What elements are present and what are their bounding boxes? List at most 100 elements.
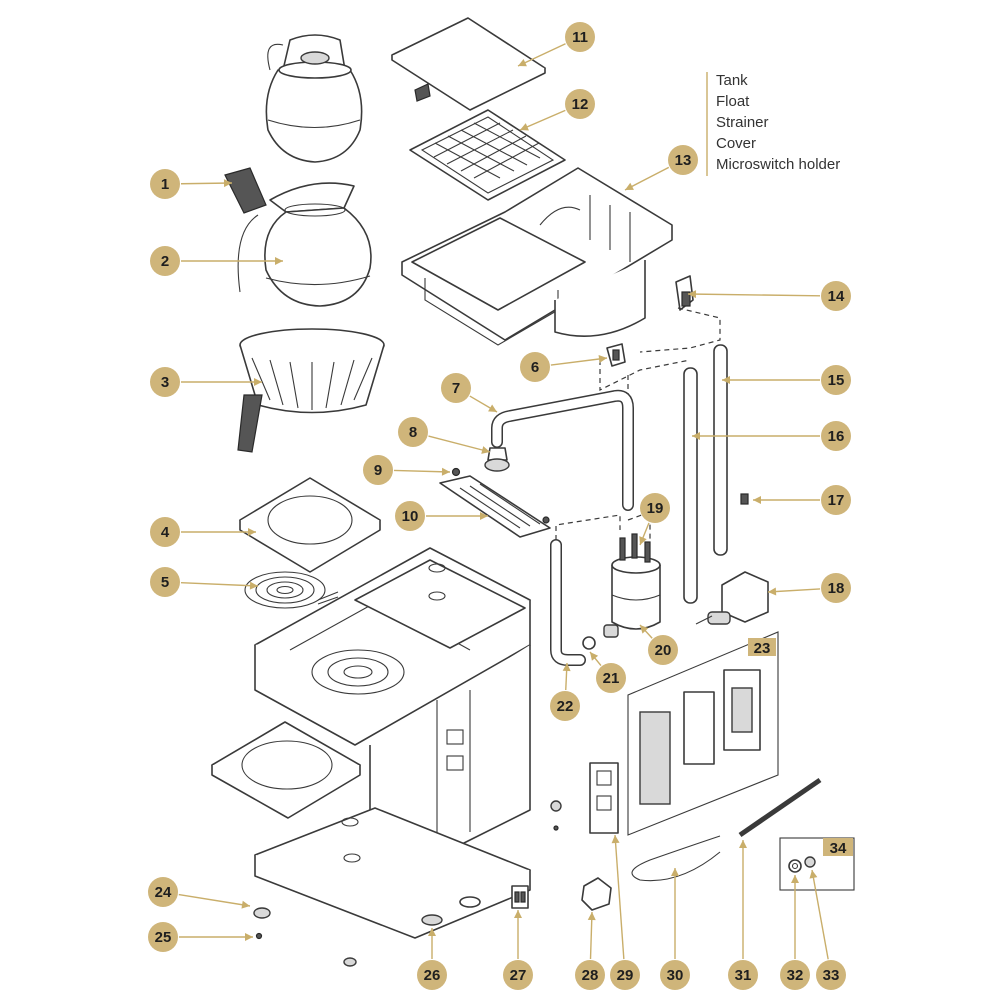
callout-5-arrowhead <box>249 581 258 590</box>
callout-32: 32 <box>780 960 810 990</box>
callout-19-number: 19 <box>647 500 664 517</box>
callout-6-leader <box>550 357 608 366</box>
callout-4-number: 4 <box>161 524 170 541</box>
callout-30-number: 30 <box>667 967 684 984</box>
callout-16-number: 16 <box>828 428 845 445</box>
callout-33: 33 <box>816 960 846 990</box>
callout-7-arrowhead <box>488 404 497 412</box>
coffee-machine-housing <box>211 547 531 939</box>
callout-8: 8 <box>398 417 428 447</box>
callout-27: 27 <box>503 960 533 990</box>
legend-item-microswitch-holder: Microswitch holder <box>716 156 840 173</box>
callout-17-circle <box>821 485 851 515</box>
callout-25-number: 25 <box>155 929 172 946</box>
callout-3-number: 3 <box>161 374 169 391</box>
callout-18-number: 18 <box>828 580 845 597</box>
callout-7: 7 <box>441 373 471 403</box>
callout-1-number: 1 <box>161 176 169 193</box>
callout-30: 30 <box>660 960 690 990</box>
callout-14: 14 <box>821 281 851 311</box>
part-drawings: 23 34 <box>211 17 855 967</box>
callout-3-arrowhead <box>254 378 262 386</box>
callout-26-arrowhead <box>428 928 436 936</box>
callout-21-number: 21 <box>603 670 620 687</box>
rocker-switch <box>511 885 529 909</box>
callout-32-arrowhead <box>791 875 799 883</box>
callout-8-circle <box>398 417 428 447</box>
callout-28-arrowhead <box>587 912 596 921</box>
callout-20: 20 <box>648 635 678 665</box>
legend-item-cover: Cover <box>716 135 756 152</box>
callout-17-number: 17 <box>828 492 845 509</box>
callout-21-arrowhead <box>590 652 599 661</box>
callout-24-circle <box>148 877 178 907</box>
callout-11-circle <box>565 22 595 52</box>
callout-5-circle <box>150 567 180 597</box>
callout-18-circle <box>821 573 851 603</box>
callout-18-arrowhead <box>768 587 777 596</box>
spray-head <box>484 447 510 472</box>
spray-plate <box>439 475 551 538</box>
callout-8-arrowhead <box>481 446 490 454</box>
callout-27-arrowhead <box>514 910 522 918</box>
strainer <box>409 109 566 201</box>
callout-30-circle <box>660 960 690 990</box>
callout-15: 15 <box>821 365 851 395</box>
callout-14-circle <box>821 281 851 311</box>
callout-17: 17 <box>821 485 851 515</box>
callout-4: 4 <box>150 517 180 547</box>
callout-29-circle <box>610 960 640 990</box>
callout-9-number: 9 <box>374 462 382 479</box>
callout-31-circle <box>728 960 758 990</box>
callout-12-leader <box>519 109 566 131</box>
callout-5-leader <box>180 581 259 587</box>
callout-28-circle <box>575 960 605 990</box>
heating-coil <box>244 571 339 609</box>
callout-10-circle <box>395 501 425 531</box>
callout-32-number: 32 <box>787 967 804 984</box>
screw <box>451 467 461 477</box>
callout-21-circle <box>596 663 626 693</box>
callout-22-arrowhead <box>562 663 571 672</box>
callout-2-circle <box>150 246 180 276</box>
callout-19-circle <box>640 493 670 523</box>
callout-18-leader <box>767 588 821 593</box>
silicone-tube-bend <box>491 389 634 511</box>
callout-14-arrowhead <box>688 290 697 299</box>
callout-10-number: 10 <box>402 508 419 525</box>
callout-26: 26 <box>417 960 447 990</box>
callout-20-circle <box>648 635 678 665</box>
washers-kit-box: 34 <box>779 837 855 891</box>
filter-basket <box>237 328 385 453</box>
callout-22-circle <box>550 691 580 721</box>
callout-3-circle <box>150 367 180 397</box>
callout-14-number: 14 <box>828 288 845 305</box>
callout-markers: 1234567891011121314151617181920212224252… <box>148 22 851 990</box>
callout-26-circle <box>417 960 447 990</box>
feet-and-grommets <box>253 800 562 967</box>
callout-29: 29 <box>610 960 640 990</box>
solenoid-valve <box>695 571 769 625</box>
callout-8-leader <box>428 435 491 453</box>
electronics-kit-box: 23 <box>627 631 779 836</box>
legend-item-tank: Tank <box>716 72 748 89</box>
long-tubes <box>683 344 728 604</box>
callout-8-number: 8 <box>409 424 417 441</box>
callout-33-leader <box>811 869 829 960</box>
callout-16: 16 <box>821 421 851 451</box>
callout-30-arrowhead <box>671 868 679 876</box>
boiler <box>603 533 661 638</box>
callout-29-number: 29 <box>617 967 634 984</box>
callout-1-circle <box>150 169 180 199</box>
callout-24-arrowhead <box>241 900 250 909</box>
callout-25-circle <box>148 922 178 952</box>
callout-23-label: 23 <box>754 640 771 657</box>
callout-22: 22 <box>550 691 580 721</box>
callout-9-leader <box>393 469 451 473</box>
power-socket <box>581 877 612 911</box>
callout-leaders <box>178 43 829 960</box>
callout-1-arrowhead <box>223 179 232 188</box>
legend-item-float: Float <box>716 93 750 110</box>
callout-1: 1 <box>150 169 180 199</box>
callout-25: 25 <box>148 922 178 952</box>
